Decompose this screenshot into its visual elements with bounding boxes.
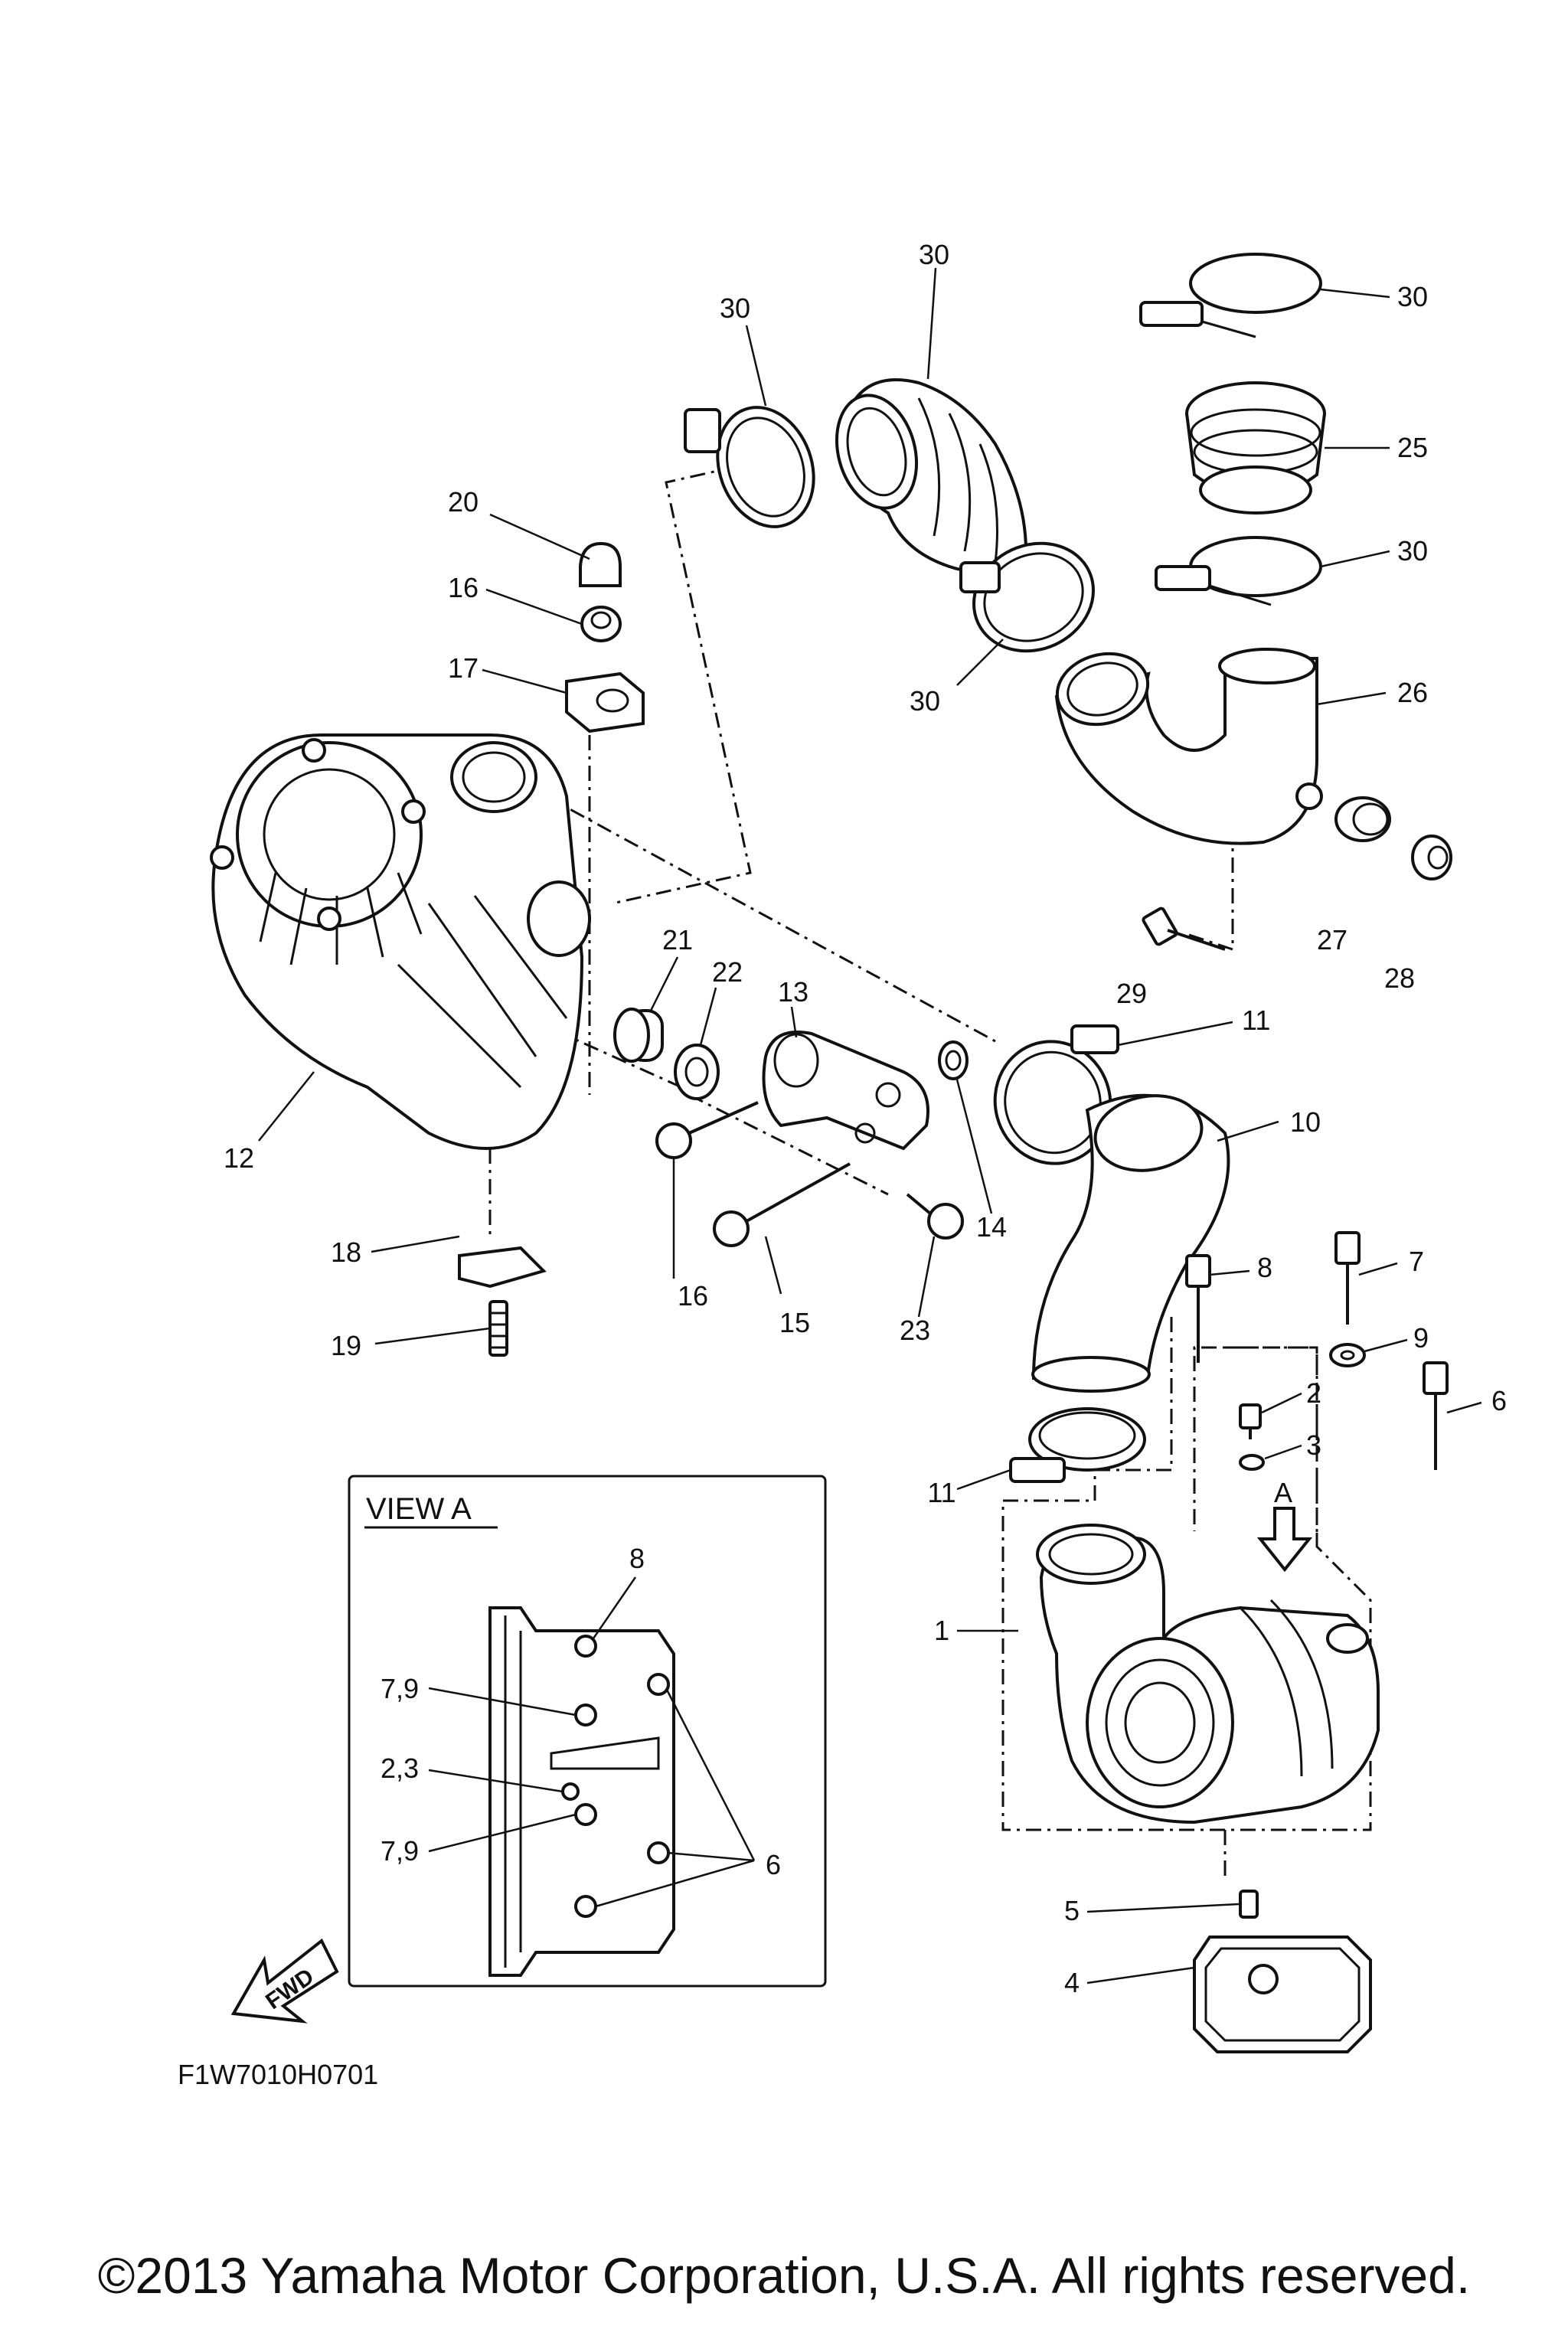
- hose-clamp-30-center: [959, 541, 1095, 653]
- collar-17: [580, 606, 622, 642]
- view-a-label-7-9-upper: 7,9: [381, 1673, 419, 1704]
- hose-clamp-11-lower: [1009, 1407, 1146, 1483]
- callout-28: 28: [1384, 962, 1415, 994]
- callout-30-top: 30: [720, 292, 750, 324]
- assembly-line-housing-to-collar: [528, 1017, 682, 1089]
- callout-7: 7: [1409, 1246, 1424, 1277]
- callout-31: 30: [919, 239, 949, 270]
- view-a-label-6: 6: [766, 1849, 781, 1880]
- bolt-24: [906, 1193, 964, 1240]
- grommet-27: [1334, 796, 1391, 842]
- callout-27: 27: [1317, 924, 1348, 956]
- washer-9: [1329, 1343, 1366, 1367]
- callout-29: 29: [1116, 978, 1147, 1009]
- view-a-title: VIEW A: [366, 1492, 472, 1526]
- washer-3: [1239, 1454, 1265, 1471]
- callout-4: 4: [1064, 1967, 1080, 1998]
- callout-22: 21: [662, 924, 693, 956]
- view-a-dashed-box: [1202, 1346, 1318, 1554]
- callout-23: 22: [712, 956, 743, 988]
- bolt-2: [1239, 1403, 1262, 1439]
- callout-10: 10: [1290, 1106, 1321, 1138]
- bolt-8: [1185, 1254, 1211, 1363]
- callout-25: 25: [1397, 432, 1428, 463]
- callout-15: 15: [779, 1307, 810, 1338]
- callout-11-upper: 11: [1242, 1004, 1270, 1036]
- callout-labels: 30 30 30 25 30 26 30 20 16 17 12 18 19 2…: [224, 239, 1507, 1998]
- callout-20: 19: [331, 1330, 361, 1361]
- forward-direction-indicator: [230, 1938, 339, 2024]
- callout-8: 8: [1257, 1252, 1272, 1283]
- collar-14: [938, 1040, 969, 1080]
- callout-A: A: [1274, 1477, 1292, 1508]
- bolt-16: [655, 1101, 759, 1159]
- callout-32: 30: [1397, 281, 1428, 312]
- diagram-code: F1W7010H0701: [178, 2059, 378, 2090]
- assembly-line-clamp30-to-housing: [612, 466, 752, 905]
- callout-11-lower: 11: [927, 1477, 956, 1508]
- view-a-labels: VIEW A 8 7,9 2,3 7,9 6: [366, 1492, 781, 1880]
- hose-clamp-30-upper-left: [684, 406, 815, 528]
- callout-16: 16: [678, 1280, 708, 1312]
- callout-26: 26: [1397, 677, 1428, 708]
- callout-30-right: 30: [1397, 535, 1428, 567]
- callout-18: 17: [448, 652, 479, 684]
- copyright-notice: ©2013 Yamaha Motor Corporation, U.S.A. A…: [98, 2247, 1470, 2304]
- hose-clamp-32: [1139, 253, 1322, 338]
- rubber-coupler-25: [1185, 381, 1326, 514]
- callout-30-center: 30: [910, 685, 940, 717]
- damper-23: [674, 1044, 720, 1100]
- callout-9: 9: [1413, 1322, 1429, 1354]
- damper-19: [458, 1246, 547, 1289]
- callout-21: 20: [448, 486, 479, 518]
- bolt-15: [713, 1162, 851, 1247]
- collar-22: [613, 1008, 664, 1063]
- callout-12: 12: [224, 1142, 254, 1174]
- callout-1: 1: [934, 1615, 949, 1646]
- assembly-lines: [488, 466, 1372, 1876]
- callout-3: 3: [1306, 1429, 1321, 1461]
- view-a-label-8: 8: [629, 1543, 645, 1574]
- callout-13: 13: [778, 976, 808, 1008]
- callout-17: 16: [448, 572, 479, 603]
- intake-duct-31: [835, 378, 1028, 573]
- elbow-pipe-26: [1054, 648, 1323, 845]
- damper-18: [565, 671, 645, 733]
- jet-pump-housing-12: [210, 733, 591, 1150]
- assembly-line-housing-to-hose: [489, 764, 996, 1043]
- hose-clamp-11-upper: [993, 1024, 1119, 1165]
- dowel-pin-5: [1239, 1890, 1259, 1919]
- hose-clamp-30-upper-right: [1155, 536, 1322, 606]
- callout-19: 18: [331, 1236, 361, 1268]
- bolt-6: [1423, 1361, 1449, 1470]
- view-a-panel: [348, 1475, 827, 1988]
- callout-5: 5: [1064, 1895, 1080, 1926]
- callout-24: 23: [900, 1315, 930, 1346]
- assembly-line-bolt-to-bracket: [688, 1093, 889, 1196]
- cap-21: [579, 541, 622, 587]
- stud-bolt-20: [488, 1300, 508, 1357]
- bracket-13: [762, 1031, 929, 1151]
- view-a-label-2-3: 2,3: [381, 1753, 419, 1784]
- bolt-7: [1334, 1231, 1361, 1325]
- leader-lines: [258, 267, 1482, 1984]
- callout-14: 14: [976, 1211, 1007, 1243]
- bolt-29: [1142, 906, 1226, 951]
- turbocharger-assembly-1: [1036, 1524, 1380, 1824]
- callout-6: 6: [1491, 1385, 1507, 1416]
- callout-2: 2: [1306, 1377, 1321, 1409]
- view-a-label-7-9-lower: 7,9: [381, 1835, 419, 1867]
- view-a-arrow: [1256, 1507, 1313, 1573]
- hose-10: [1031, 1093, 1230, 1393]
- collar-28: [1411, 835, 1452, 880]
- gasket-4: [1193, 1936, 1372, 2053]
